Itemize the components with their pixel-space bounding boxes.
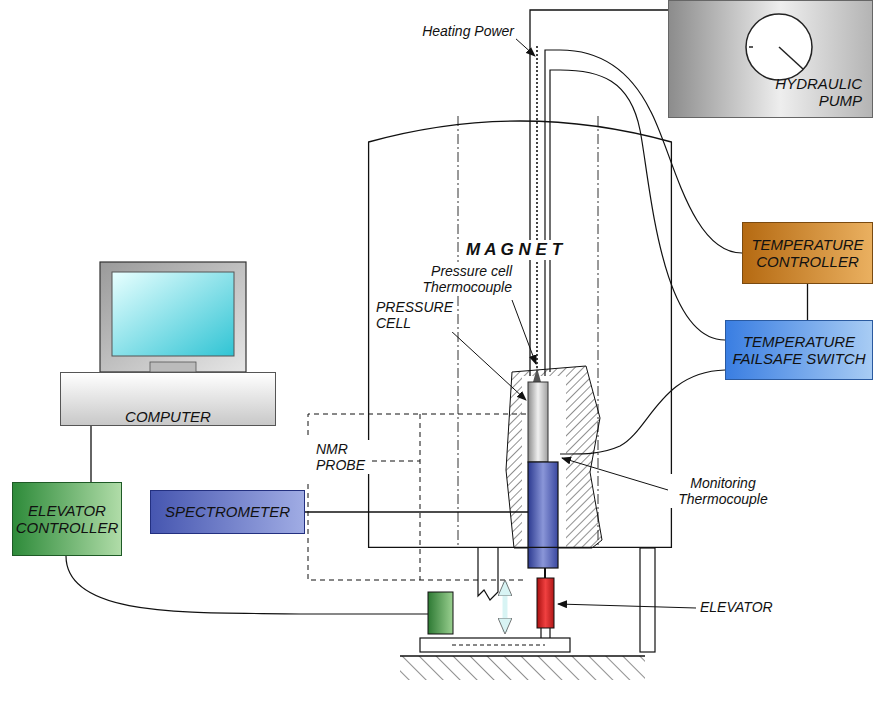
node-label: ELEVATOR CONTROLLER — [16, 502, 119, 537]
controller-box: ELEVATOR CONTROLLER — [12, 482, 122, 556]
part-label: PRESSURE CELL — [374, 298, 456, 332]
switch-box: TEMPERATURE FAILSAFE SWITCH — [725, 320, 873, 380]
node-label: SPECTROMETER — [165, 503, 290, 520]
magnet-title: M A G N E T — [464, 240, 564, 260]
cable-line — [90, 426, 91, 482]
part-label: NMR PROBE — [314, 440, 372, 474]
node-label: HYDRAULIC PUMP — [742, 75, 862, 110]
magnet-outline-path — [369, 121, 672, 547]
pump-box: HYDRAULIC PUMP — [668, 0, 873, 118]
node-label: COMPUTER — [125, 408, 211, 425]
signal-label: Heating Power — [408, 22, 516, 40]
part-label: Monitoring Thermocouple — [668, 474, 778, 508]
node-label: TEMPERATURE CONTROLLER — [749, 236, 866, 271]
part-label: Pressure cell Thermocouple — [412, 262, 514, 296]
part-label: ELEVATOR — [698, 598, 782, 616]
controller-box: TEMPERATURE CONTROLLER — [742, 222, 873, 284]
spectrometer-box: SPECTROMETER — [150, 490, 305, 534]
computer-box: COMPUTER — [60, 372, 276, 426]
cable-line — [807, 284, 808, 320]
node-label: TEMPERATURE FAILSAFE SWITCH — [732, 333, 866, 368]
